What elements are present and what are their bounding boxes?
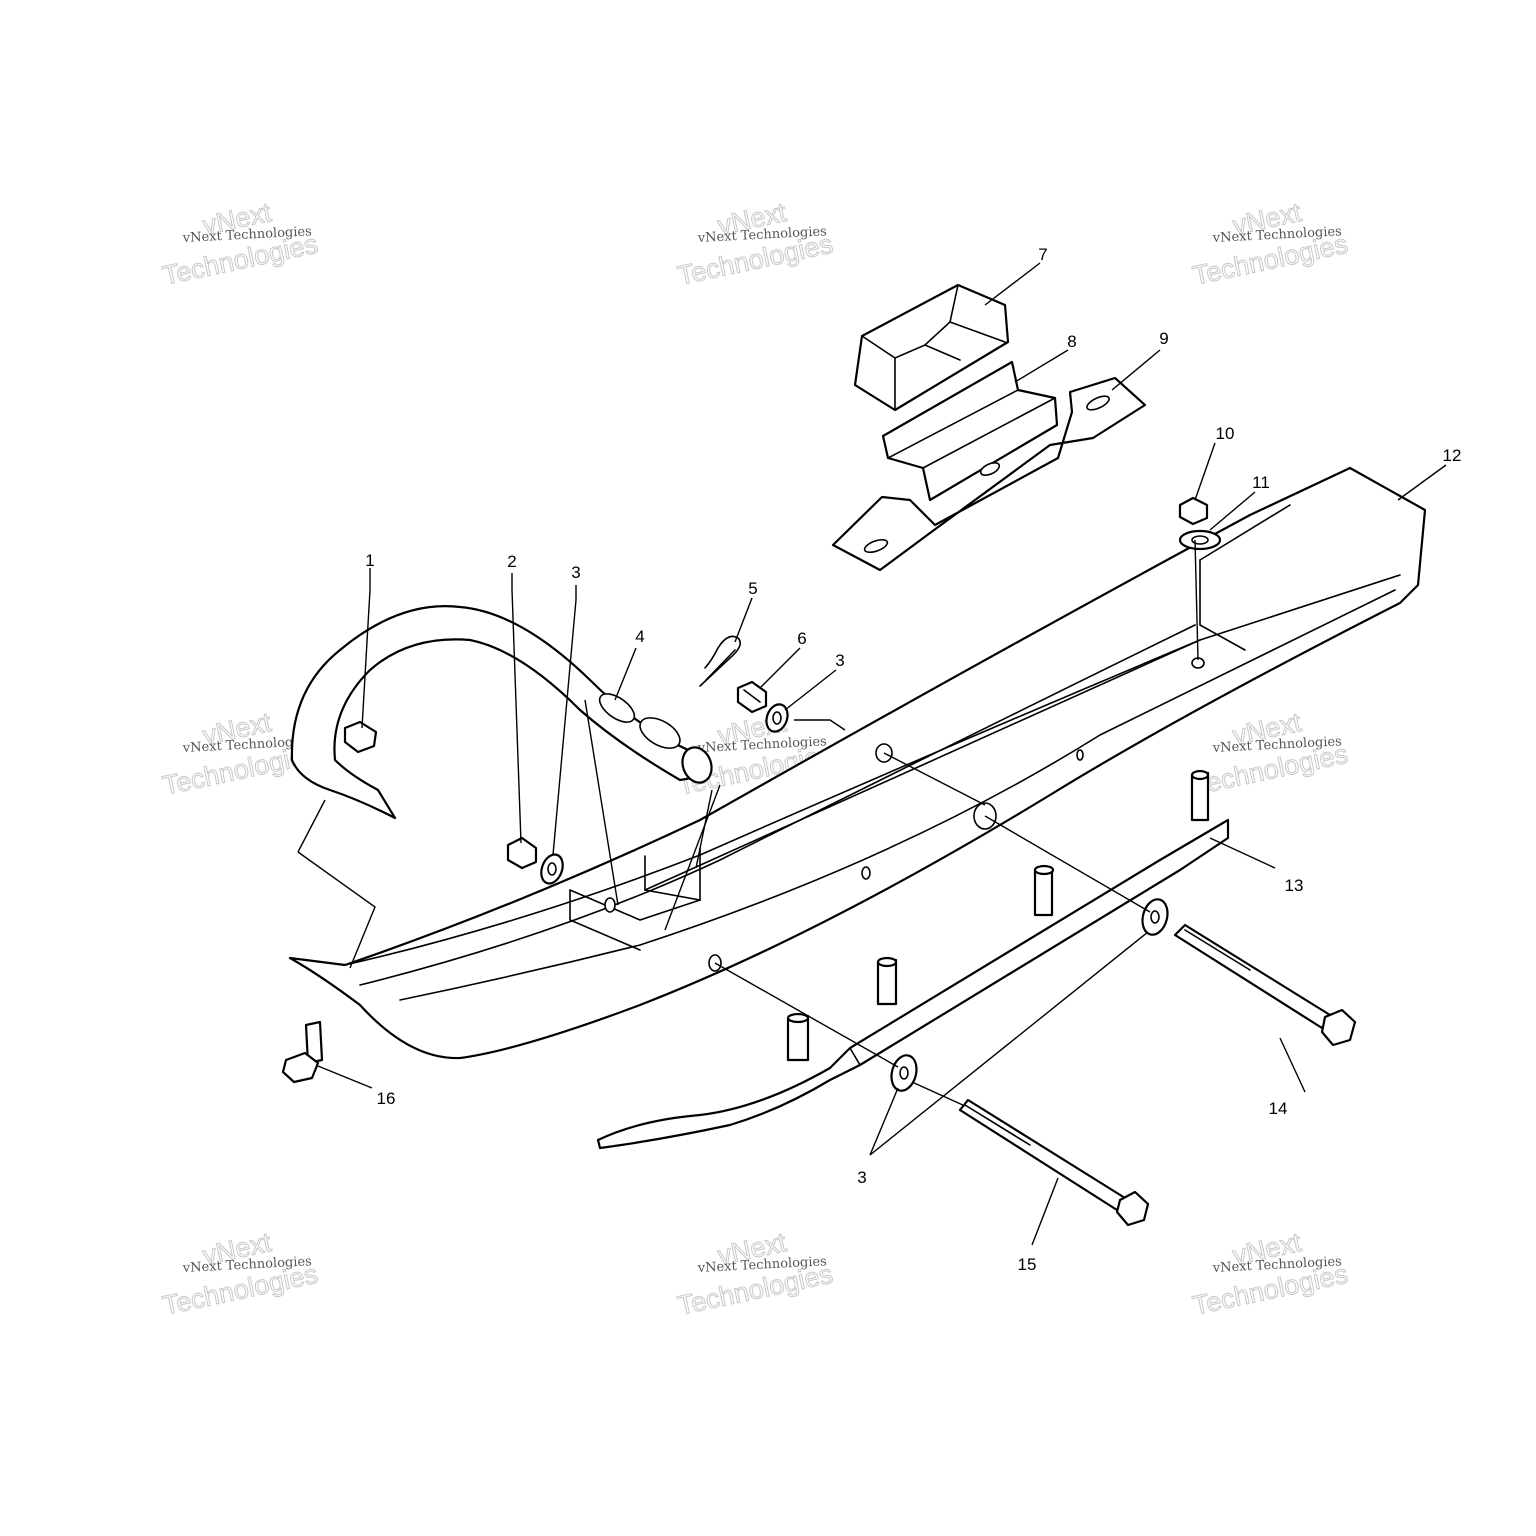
callout-12: 12 [1443, 446, 1462, 465]
callout-3-lower: 3 [857, 1168, 866, 1187]
watermark: vNext vNext Technologies Technologies [675, 1227, 836, 1322]
callout-3-upper: 3 [835, 651, 844, 670]
callout-8: 8 [1067, 332, 1076, 351]
callout-labels: 1 2 3 4 5 6 3 7 8 9 10 11 12 13 14 3 15 … [365, 245, 1461, 1274]
part-rear-nut [1178, 496, 1209, 526]
part-castle-nut [736, 680, 768, 714]
svg-text:vNext Technologies: vNext Technologies [1211, 224, 1342, 246]
callout-13: 13 [1285, 876, 1304, 895]
callout-6: 6 [797, 629, 806, 648]
watermark: vNext vNext Technologies Technologies [1190, 707, 1351, 802]
watermark: vNext vNext Technologies Technologies [675, 197, 836, 292]
watermark: vNext vNext Technologies Technologies [160, 1227, 321, 1322]
part-small-bolt [281, 1020, 324, 1084]
part-washer-lower-left [890, 1054, 918, 1092]
svg-text:vNext Technologies: vNext Technologies [181, 734, 312, 756]
part-bolt-right [1173, 923, 1357, 1047]
watermark: vNext vNext Technologies Technologies [1190, 1227, 1351, 1322]
svg-text:vNext Technologies: vNext Technologies [1211, 734, 1342, 756]
callout-5: 5 [748, 579, 757, 598]
part-mounting-plate [831, 376, 1147, 572]
part-saddle-bracket [881, 360, 1059, 502]
callout-3: 3 [571, 563, 580, 582]
leader-lines [297, 262, 1447, 1246]
callout-2: 2 [507, 552, 516, 571]
svg-text:vNext Technologies: vNext Technologies [181, 1254, 312, 1276]
part-wear-bar [596, 769, 1230, 1150]
part-loop-nut [343, 720, 378, 754]
svg-text:vNext Technologies: vNext Technologies [1211, 1254, 1342, 1276]
watermark: vNext vNext Technologies Technologies [1190, 197, 1351, 292]
svg-text:vNext Technologies: vNext Technologies [181, 224, 312, 246]
callout-4: 4 [635, 627, 644, 646]
part-front-nut [506, 836, 538, 870]
callout-16: 16 [377, 1089, 396, 1108]
part-cotter-pin [699, 635, 741, 687]
callout-15: 15 [1018, 1255, 1037, 1274]
callout-7: 7 [1038, 245, 1047, 264]
callout-11: 11 [1252, 473, 1270, 492]
watermark: vNext vNext Technologies Technologies [160, 197, 321, 292]
watermark-grid: vNext vNext Technologies Technologies vN… [160, 197, 1351, 1322]
part-washer-lower-right [1141, 898, 1169, 936]
callout-1: 1 [365, 551, 374, 570]
part-saddle-block [853, 283, 1010, 412]
svg-text:vNext Technologies: vNext Technologies [696, 1254, 827, 1276]
part-ski-loop [290, 605, 713, 820]
callout-10: 10 [1216, 424, 1235, 443]
part-ski-body [288, 466, 1427, 1060]
svg-text:vNext Technologies: vNext Technologies [696, 224, 827, 246]
part-washer-upper [765, 703, 789, 733]
part-bolt-lower [958, 1098, 1150, 1227]
part-rear-washer [1178, 529, 1222, 551]
part-front-washer [540, 853, 564, 885]
callout-14: 14 [1269, 1099, 1288, 1118]
callout-9: 9 [1159, 329, 1168, 348]
svg-text:vNext Technologies: vNext Technologies [696, 734, 827, 756]
